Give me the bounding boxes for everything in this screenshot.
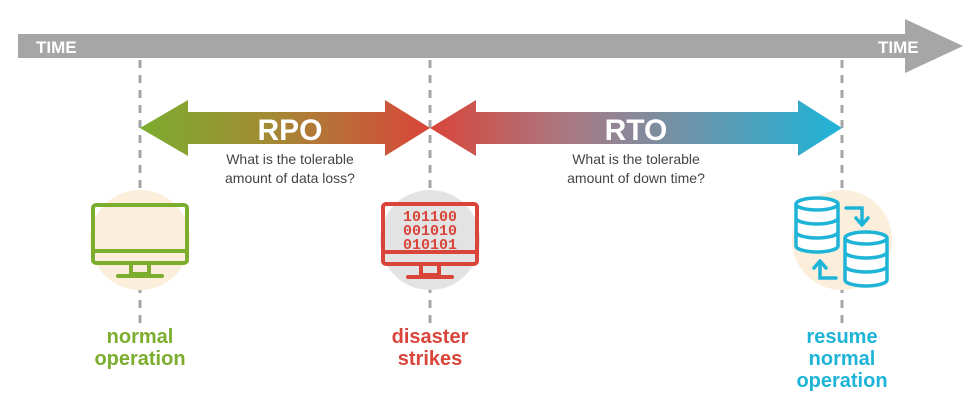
stage-label-disaster: disaster strikes (350, 326, 510, 370)
stage-normal-line2: operation (94, 348, 186, 370)
binary-row-3: 010101 (403, 237, 457, 254)
database-sync-icon (794, 196, 889, 288)
rto-question: What is the tolerable amount of down tim… (536, 150, 736, 188)
binary-monitor-icon: 101100 001010 010101 (381, 202, 479, 279)
stage-label-normal: normal operation (60, 326, 220, 370)
stage-resume-line1: resume (806, 326, 878, 348)
rpo-question: What is the tolerable amount of data los… (190, 150, 390, 188)
rpo-question-line2: amount of data loss? (225, 170, 355, 186)
stage-disaster-line2: strikes (397, 348, 463, 370)
timeline-arrow (18, 19, 963, 73)
rto-question-line1: What is the tolerable (572, 151, 700, 167)
stage-label-resume: resume normal operation (762, 326, 922, 392)
timeline-label-left: TIME (36, 38, 77, 57)
monitor-icon (91, 203, 189, 278)
rto-question-line2: amount of down time? (567, 170, 705, 186)
stage-normal-line1: normal (106, 326, 174, 348)
binary-row-2: 001010 (403, 223, 457, 240)
binary-row-1: 101100 (403, 209, 457, 226)
rto-arrow (430, 100, 842, 156)
rpo-arrow (140, 100, 430, 156)
stage-resume-line3: operation (796, 370, 888, 392)
rto-title: RTO (605, 114, 668, 147)
stage-disaster-line1: disaster (391, 326, 469, 348)
rpo-title: RPO (257, 114, 322, 147)
rpo-question-line1: What is the tolerable (226, 151, 354, 167)
timeline-label-right: TIME (878, 38, 919, 57)
stage-resume-line2: normal (808, 348, 876, 370)
